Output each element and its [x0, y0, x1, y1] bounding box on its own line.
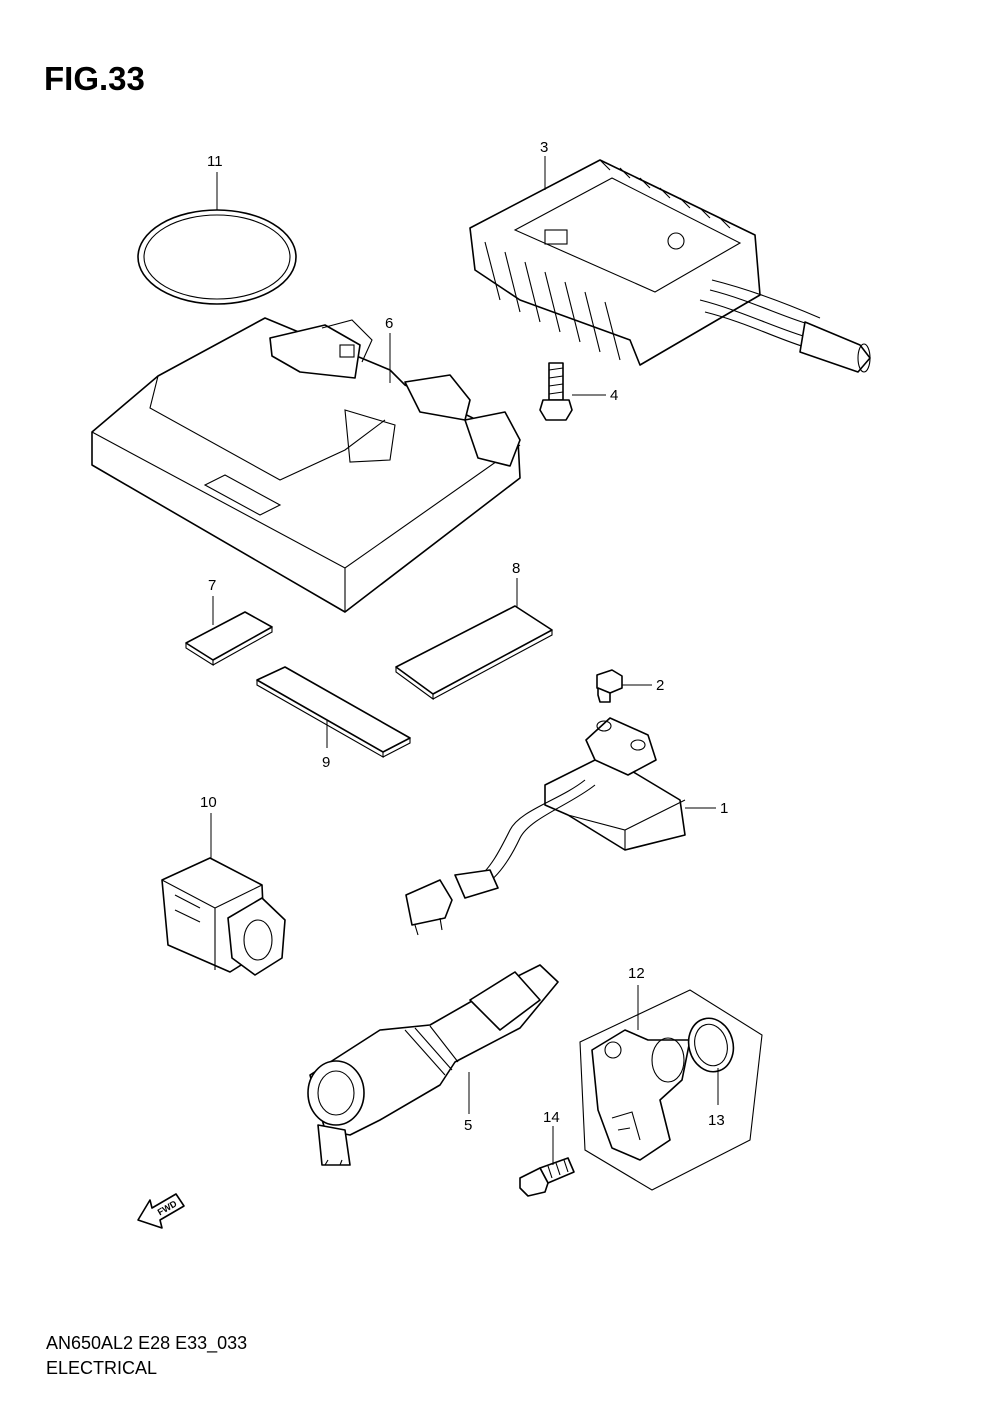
- callout-2: 2: [656, 677, 664, 694]
- callout-8: 8: [512, 560, 520, 577]
- part-10-connector[interactable]: [161, 857, 286, 976]
- part-12-sensor[interactable]: [591, 1029, 691, 1161]
- section-name: ELECTRICAL: [46, 1358, 158, 1378]
- callout-9: 9: [322, 754, 330, 771]
- part-9-strip[interactable]: [256, 666, 411, 758]
- callout-10: 10: [200, 794, 217, 811]
- figure-code: AN650AL2 E28 E33_033: [46, 1333, 248, 1353]
- figure-title: FIG.33: [44, 60, 145, 97]
- forward-arrow-icon: FWD: [137, 1193, 185, 1229]
- part-7-pad[interactable]: [185, 611, 273, 666]
- part-12-group-outline: [579, 989, 763, 1191]
- part-4-bolt[interactable]: [539, 362, 573, 421]
- callout-3: 3: [540, 139, 548, 156]
- callout-4: 4: [610, 387, 618, 404]
- part-14-bolt[interactable]: [519, 1157, 575, 1197]
- callout-12: 12: [628, 965, 645, 982]
- callout-1: 1: [720, 800, 728, 817]
- callout-13: 13: [708, 1112, 725, 1129]
- part-11-oring[interactable]: [137, 209, 297, 305]
- callout-5: 5: [464, 1117, 472, 1134]
- part-13-oring[interactable]: [683, 1013, 739, 1077]
- part-8-pad[interactable]: [395, 605, 553, 701]
- part-5-ignition-coil[interactable]: [307, 964, 559, 1166]
- part-6-ecm[interactable]: [91, 317, 521, 613]
- part-3-regulator[interactable]: [469, 159, 871, 373]
- part-2-cap[interactable]: [596, 669, 623, 703]
- callout-6: 6: [385, 315, 393, 332]
- part-1-starter-relay[interactable]: [405, 717, 686, 936]
- callout-7: 7: [208, 577, 216, 594]
- callout-14: 14: [543, 1109, 560, 1126]
- callout-11: 11: [207, 153, 223, 170]
